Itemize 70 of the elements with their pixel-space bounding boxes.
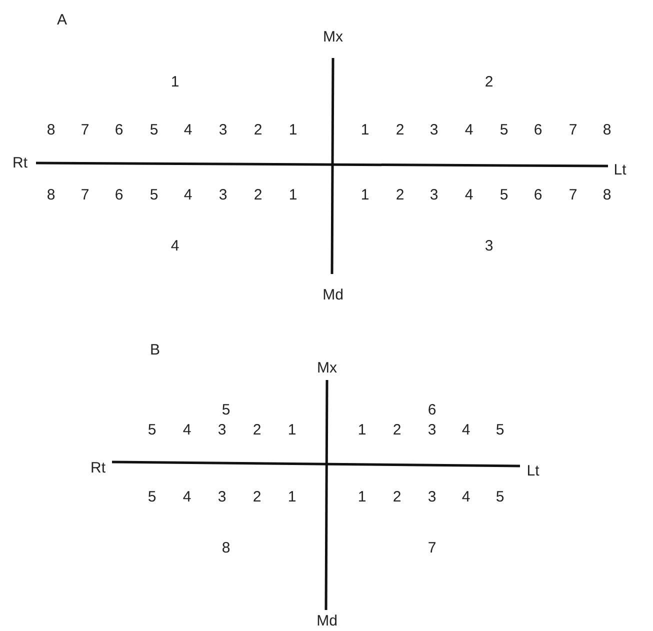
notation-label: 7 <box>568 188 578 202</box>
notation-label: 3 <box>428 490 436 504</box>
notation-label: 3 <box>218 490 226 504</box>
notation-label: Mx <box>323 30 343 44</box>
notation-label: 1 <box>360 122 370 138</box>
notation-label: Md <box>316 614 338 628</box>
notation-label: 5 <box>496 490 504 504</box>
notation-label: 5 <box>496 422 504 438</box>
notation-label: 6 <box>114 188 124 202</box>
notation-label: Mx <box>317 360 337 376</box>
notation-label: 1 <box>358 422 366 438</box>
notation-label: 1 <box>288 122 298 138</box>
notation-label: 2 <box>396 122 404 138</box>
notation-label: 4 <box>184 188 192 202</box>
notation-label: 4 <box>464 188 474 202</box>
notation-label: 7 <box>428 540 436 556</box>
notation-label: A <box>57 12 67 28</box>
notation-label: 3 <box>484 238 494 254</box>
notation-label: 1 <box>360 188 370 202</box>
notation-label: 1 <box>288 188 298 202</box>
notation-label: Rt <box>12 156 28 170</box>
notation-label: 6 <box>114 122 124 138</box>
notation-label: 2 <box>392 490 402 504</box>
notation-label: 5 <box>148 422 156 438</box>
notation-label: 8 <box>46 188 56 202</box>
notation-label: 5 <box>150 188 158 202</box>
notation-label: Md <box>322 288 344 302</box>
notation-label: 2 <box>252 490 262 504</box>
notation-label: 8 <box>602 188 612 202</box>
notation-label: 3 <box>218 422 226 438</box>
notation-label: B <box>150 342 160 358</box>
notation-label: Lt <box>614 162 626 178</box>
notation-label: 3 <box>428 422 436 438</box>
notation-label: 7 <box>568 122 578 138</box>
notation-label: 2 <box>396 188 404 202</box>
notation-label: 8 <box>222 540 230 556</box>
notation-label: 6 <box>534 122 542 138</box>
notation-label: 1 <box>288 490 296 504</box>
notation-label: 3 <box>430 188 438 202</box>
notation-label: 7 <box>80 122 90 138</box>
notation-label: 3 <box>218 188 228 202</box>
notation-label: 4 <box>462 490 470 504</box>
notation-label: 4 <box>464 122 474 138</box>
notation-label: 4 <box>170 238 180 254</box>
notation-label: 1 <box>170 74 180 90</box>
notation-label: 3 <box>430 122 438 138</box>
notation-label: 5 <box>500 188 508 202</box>
notation-label: 8 <box>46 122 56 138</box>
notation-label: 5 <box>500 122 508 138</box>
notation-label: 7 <box>80 188 90 202</box>
notation-label: 2 <box>254 122 262 138</box>
notation-label: 2 <box>392 422 402 438</box>
notation-label: 4 <box>462 422 470 438</box>
notation-label: 3 <box>218 122 228 138</box>
notation-label: Rt <box>90 460 106 476</box>
notation-label: 6 <box>534 188 542 202</box>
notation-label: 6 <box>428 402 436 418</box>
notation-label: 2 <box>254 188 262 202</box>
notation-label: 5 <box>150 122 158 138</box>
notation-label: 4 <box>182 422 192 438</box>
notation-label: 2 <box>484 74 494 90</box>
notation-label: 5 <box>222 402 230 418</box>
notation-label: Lt <box>526 464 540 478</box>
notation-label: 2 <box>252 422 262 438</box>
notation-label: 1 <box>288 422 296 438</box>
notation-label: 1 <box>358 490 366 504</box>
notation-label: 4 <box>184 122 192 138</box>
notation-label: 8 <box>602 122 612 138</box>
notation-label: 4 <box>182 490 192 504</box>
notation-label: 5 <box>148 490 156 504</box>
